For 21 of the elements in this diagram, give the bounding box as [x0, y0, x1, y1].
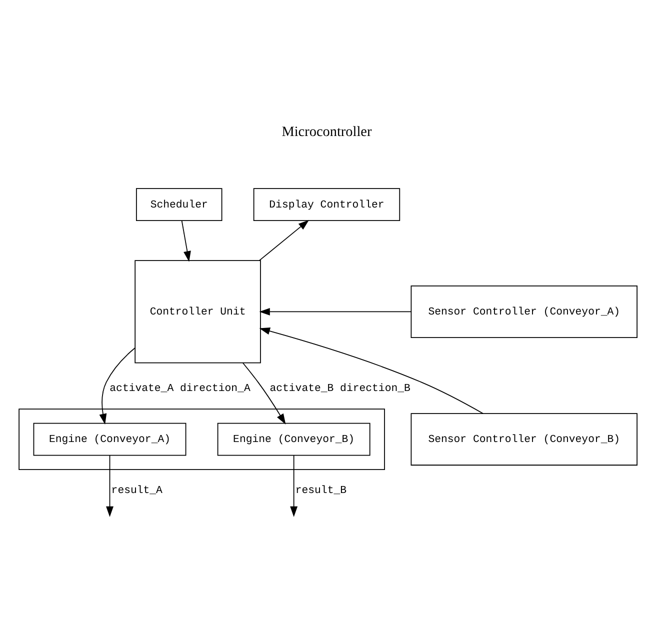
node-box: Engine (Conveyor_B): [217, 422, 370, 456]
arrow: [258, 219, 310, 260]
node-box: Sensor Controller (Conveyor_B): [410, 412, 638, 466]
edge-label: activate_A direction_A: [110, 382, 250, 394]
label: Microcontroller: [282, 123, 372, 140]
arrow: [259, 308, 412, 315]
edge-label: activate_B direction_B: [270, 382, 410, 394]
arrow: [99, 347, 136, 424]
arrow: [242, 362, 286, 424]
node-box: Sensor Controller (Conveyor_A): [410, 285, 638, 338]
node-box: Scheduler: [136, 188, 222, 221]
arrow: [259, 326, 484, 414]
arrow: [106, 454, 114, 517]
cluster: [18, 408, 385, 470]
node-box: Display Controller: [253, 188, 400, 221]
arrow: [181, 220, 191, 262]
edge-label: result_B: [295, 484, 347, 497]
arrow: [290, 454, 298, 517]
node-box: Engine (Conveyor_A): [33, 422, 186, 456]
node-box: Controller Unit: [134, 260, 261, 363]
edge-label: result_A: [111, 484, 162, 497]
